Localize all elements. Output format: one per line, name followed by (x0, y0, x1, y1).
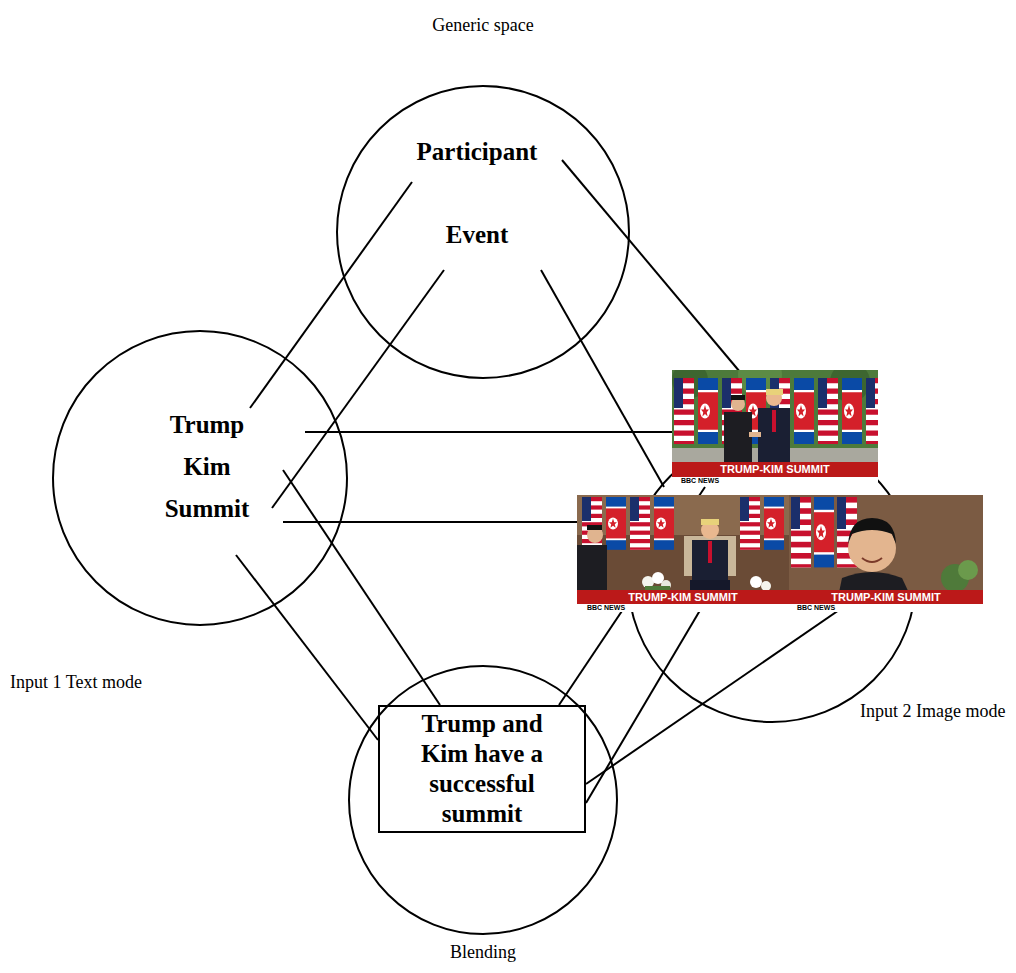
generic-space-circle: Generic spaceParticipantEvent (336, 85, 630, 379)
channel-logo-text: BBC NEWS (681, 477, 719, 485)
caption-text: TRUMP-KIM SUMMIT (720, 463, 829, 476)
blend-text: Trump and Kim have a successful summit (412, 709, 552, 829)
text-holder: TRUMP-KIM SUMMIT (720, 463, 829, 476)
text-holder: Trump Kim Summit (157, 404, 257, 530)
mapping-line (562, 160, 740, 372)
blend-space-circle: BlendingTrump and Kim have a successful … (348, 665, 618, 935)
space-label: Input 1 Text mode (10, 672, 142, 693)
element-text: Participant (417, 131, 538, 173)
text-holder: Event (446, 214, 509, 256)
text-holder: Participant (417, 131, 538, 173)
text-holder: Generic space (432, 15, 533, 36)
caption-text: TRUMP-KIM SUMMIT (831, 591, 940, 604)
space-label: Blending (450, 942, 516, 963)
text-holder: Input 1 Text mode (10, 672, 142, 693)
channel-logo-text: BBC NEWS (587, 604, 625, 612)
text-holder: Input 2 Image mode (860, 701, 1005, 722)
mapping-line (305, 431, 678, 433)
element-text: Trump Kim Summit (157, 404, 257, 530)
text-holder: BBC NEWS (587, 604, 625, 612)
circle-outline (53, 331, 347, 625)
text-holder: TRUMP-KIM SUMMIT (831, 591, 940, 604)
space-label: Generic space (432, 15, 533, 36)
blend-result-box: Trump and Kim have a successful summit (378, 705, 586, 833)
element-text: Event (446, 214, 509, 256)
circle-outline (337, 86, 629, 378)
mapping-line (586, 585, 715, 803)
circle-outline (349, 666, 617, 934)
input-space-circle: Input 1 Text modeTrump Kim Summit (52, 330, 348, 626)
text-holder: BBC NEWS (681, 477, 719, 485)
mapping-line (250, 182, 412, 408)
space-label: Input 2 Image mode (860, 701, 1005, 722)
mapping-line (236, 555, 378, 740)
mapping-line (283, 470, 440, 705)
text-holder: Blending (450, 942, 516, 963)
text-holder: BBC NEWS (797, 604, 835, 612)
mapping-line (283, 521, 577, 523)
text-holder: TRUMP-KIM SUMMIT (628, 591, 737, 604)
mapping-line (541, 270, 664, 487)
caption-text: TRUMP-KIM SUMMIT (628, 591, 737, 604)
channel-logo-text: BBC NEWS (797, 604, 835, 612)
